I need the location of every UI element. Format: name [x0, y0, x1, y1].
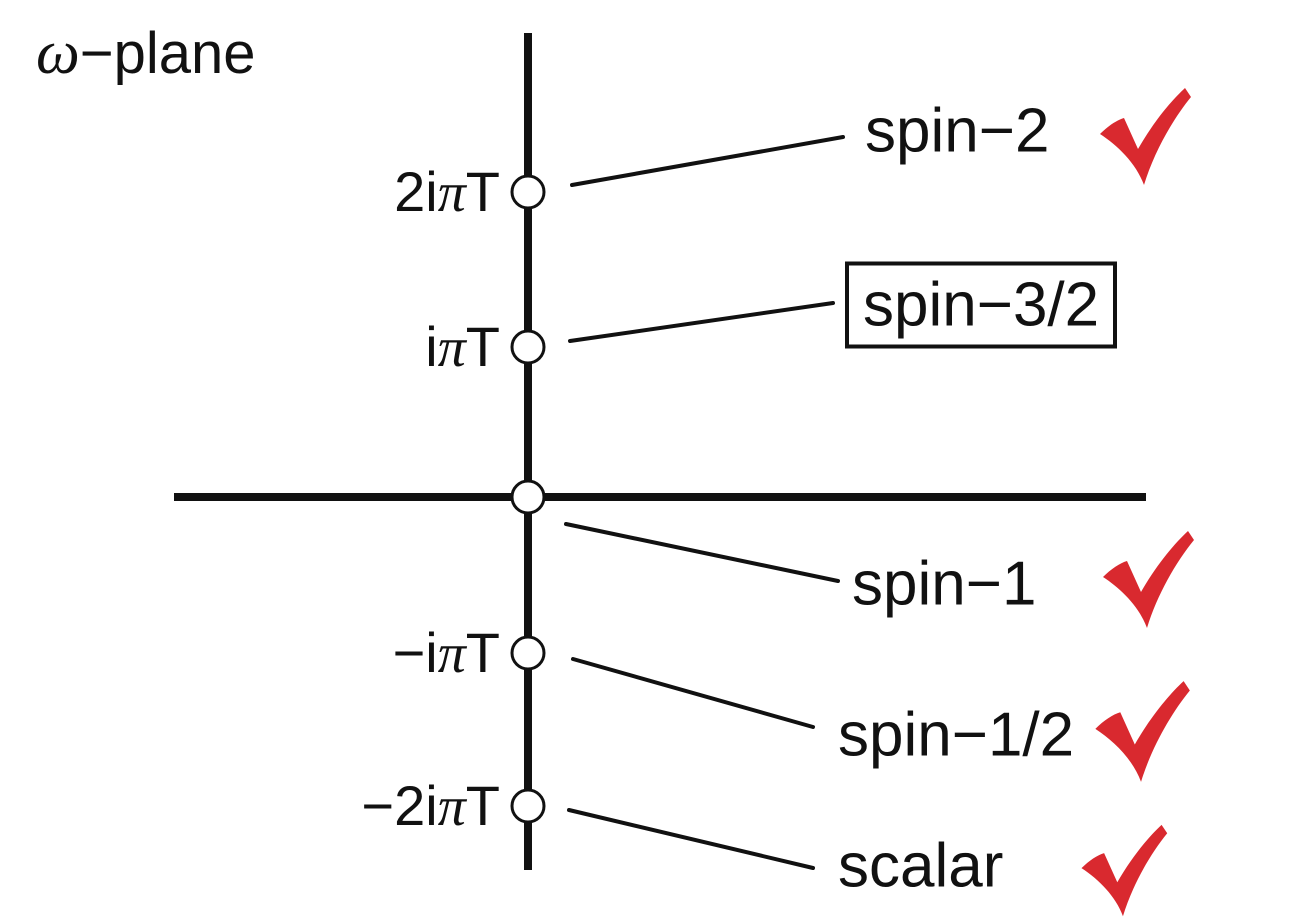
leader-line-scalar	[567, 808, 815, 870]
leader-line-spin-1-2	[571, 657, 815, 729]
pole-marker-origin	[510, 479, 546, 515]
leader-line-spin-2	[570, 135, 845, 187]
diagram-title: ω−plane	[36, 18, 256, 89]
tick-pre: i	[425, 315, 438, 378]
tick-post: T	[465, 160, 500, 223]
pole-marker-2ipiT	[510, 174, 546, 210]
pi-symbol: π	[437, 162, 466, 224]
checkmark-icon-spin-1	[1103, 531, 1194, 628]
tick-label-neg-ipiT: −iπT	[280, 620, 500, 686]
scalar-label: scalar	[838, 831, 1004, 901]
tick-label-ipiT: iπT	[280, 314, 500, 380]
checkmark-icon-scalar	[1081, 824, 1168, 917]
title-rest: −plane	[79, 21, 256, 86]
tick-pre: 2i	[394, 160, 438, 223]
pole-marker-neg-ipiT	[510, 635, 546, 671]
leader-line-spin-3-2	[568, 301, 835, 343]
tick-post: T	[465, 315, 500, 378]
leader-line-spin-1	[564, 522, 840, 583]
pi-symbol: π	[437, 776, 466, 838]
checkmark-icon-spin-1-2	[1095, 681, 1190, 782]
pi-symbol: π	[437, 623, 466, 685]
pole-marker-neg-2ipiT	[510, 788, 546, 824]
tick-pre: −2i	[361, 774, 438, 837]
spin-2-label: spin−2	[865, 96, 1050, 166]
pole-marker-ipiT	[510, 329, 546, 365]
omega-symbol: ω	[36, 19, 80, 87]
checkmark-icon-spin-2	[1100, 88, 1191, 185]
tick-label-neg-2ipiT: −2iπT	[280, 773, 500, 839]
spin-3-2-label: spin−3/2	[845, 261, 1118, 349]
tick-pre: −i	[392, 621, 438, 684]
tick-label-2ipiT: 2iπT	[280, 159, 500, 225]
pi-symbol: π	[437, 317, 466, 379]
spin-1-label: spin−1	[852, 549, 1037, 619]
tick-post: T	[465, 774, 500, 837]
tick-post: T	[465, 621, 500, 684]
spin-1-2-label: spin−1/2	[838, 700, 1075, 770]
